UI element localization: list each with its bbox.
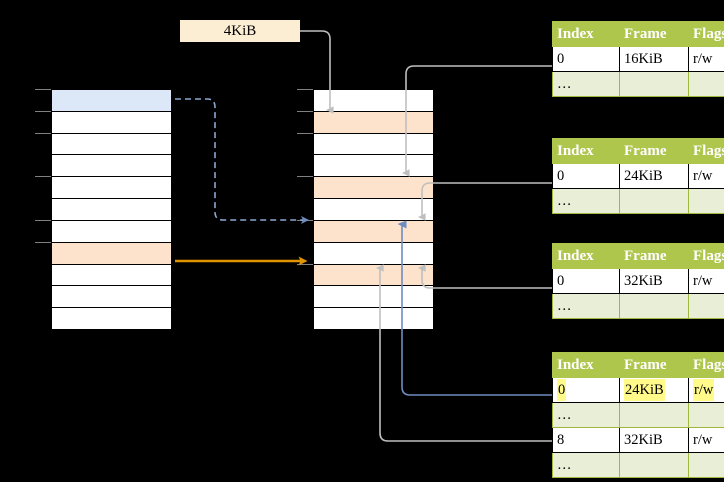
table-4-cell-r1-c0[interactable]: … [552, 402, 620, 428]
frame-tick-2 [297, 132, 313, 134]
frame-row-4[interactable] [313, 154, 434, 178]
vaddr-row-5[interactable] [51, 176, 172, 200]
frame-row-8[interactable] [313, 241, 434, 265]
wire-vaddr-to-frame-dashed [175, 98, 309, 224]
table-1-cell-r0-c1[interactable]: 16KiB [619, 46, 689, 72]
table-4-cell-r0-c2[interactable]: r/w [688, 377, 724, 403]
vaddr-row-4[interactable] [51, 154, 172, 178]
vaddr-row-11[interactable] [51, 307, 172, 330]
table-4-header-frame: Frame [619, 352, 689, 378]
table-1-header-frame: Frame [619, 21, 689, 47]
frame-tick-4 [297, 176, 313, 178]
table-1-cell-r1-c0[interactable]: … [552, 71, 620, 97]
table-4-cell-r3-c1[interactable] [619, 452, 689, 478]
table-3-header-flags: Flags [688, 243, 724, 269]
table-4-highlight-r0-c1: 24KiB [624, 379, 665, 401]
vaddr-tick-1 [35, 110, 51, 112]
table-2-cell-r1-c2[interactable] [688, 188, 724, 214]
vaddr-row-9[interactable] [51, 263, 172, 287]
frame-tick-6 [297, 219, 313, 221]
frame-row-10[interactable] [313, 285, 434, 309]
wire-table3-to-frame [417, 264, 552, 289]
table-4-row[interactable]: … [552, 452, 724, 478]
table-2-cell-r0-c1[interactable]: 24KiB [619, 163, 689, 189]
table-4-cell-r0-c1[interactable]: 24KiB [619, 377, 689, 403]
frame-tick-0 [297, 89, 313, 90]
table-3-cell-r0-c2[interactable]: r/w [688, 268, 724, 294]
table-3-cell-r1-c2[interactable] [688, 293, 724, 319]
table-2-cell-r1-c1[interactable] [619, 188, 689, 214]
table-4-cell-r0-c0[interactable]: 0 [552, 377, 620, 403]
vaddr-row-1[interactable] [51, 89, 172, 112]
table-2-header-frame: Frame [619, 138, 689, 164]
table-4-cell-r3-c0[interactable]: … [552, 452, 620, 478]
table-2-cell-r0-c0[interactable]: 0 [552, 163, 620, 189]
table-1-cell-r1-c1[interactable] [619, 71, 689, 97]
frame-row-6[interactable] [313, 198, 434, 221]
vaddr-tick-6 [35, 219, 51, 221]
table-1-cell-r0-c0[interactable]: 0 [552, 46, 620, 72]
vaddr-row-8[interactable] [51, 241, 172, 265]
wire-table2-to-frame [417, 182, 552, 221]
table-2-cell-r1-c0[interactable]: … [552, 188, 620, 214]
table-4-header-flags: Flags [688, 352, 724, 378]
vaddr-tick-4 [35, 176, 51, 178]
table-3-header-index: Index [552, 243, 620, 269]
table-4-cell-r1-c2[interactable] [688, 402, 724, 428]
table-1-cell-r0-c2[interactable]: r/w [688, 46, 724, 72]
frame-row-3[interactable] [313, 132, 434, 156]
table-3-cell-r0-c0[interactable]: 0 [552, 268, 620, 294]
table-4-cell-r2-c1[interactable]: 32KiB [619, 427, 689, 453]
virtual-address-space-column [35, 89, 172, 330]
table-4-cell-r3-c2[interactable] [688, 452, 724, 478]
table-4-cell-r2-c0[interactable]: 8 [552, 427, 620, 453]
vaddr-row-10[interactable] [51, 285, 172, 309]
table-2-header-index: Index [552, 138, 620, 164]
table-4-row[interactable]: … [552, 402, 724, 428]
table-2-header-flags: Flags [688, 138, 724, 164]
vaddr-tick-7 [35, 241, 51, 243]
table-1-header-index: Index [552, 21, 620, 47]
vaddr-row-7[interactable] [51, 219, 172, 243]
table-4-highlight-r0-c0: 0 [557, 379, 567, 401]
frame-row-7[interactable] [313, 219, 434, 243]
table-4-highlight-r0-c2: r/w [693, 379, 715, 401]
size-label-4kib: 4KiB [180, 20, 300, 42]
frame-row-2[interactable] [313, 110, 434, 134]
table-4-cell-r2-c2[interactable]: r/w [688, 427, 724, 453]
physical-memory-column [297, 89, 434, 330]
table-4-cell-r1-c1[interactable] [619, 402, 689, 428]
table-3-cell-r0-c1[interactable]: 32KiB [619, 268, 689, 294]
table-1-cell-r1-c2[interactable] [688, 71, 724, 97]
table-1-row[interactable]: … [552, 71, 724, 97]
table-3-row[interactable]: … [552, 293, 724, 319]
vaddr-tick-0 [35, 89, 51, 90]
vaddr-tick-2 [35, 132, 51, 134]
vaddr-row-3[interactable] [51, 132, 172, 156]
table-3-header-frame: Frame [619, 243, 689, 269]
frame-tick-8 [297, 263, 313, 265]
table-3-cell-r1-c0[interactable]: … [552, 293, 620, 319]
frame-row-1[interactable] [313, 89, 434, 112]
vaddr-row-2[interactable] [51, 110, 172, 134]
table-2-row[interactable]: … [552, 188, 724, 214]
table-4-row[interactable]: 0 24KiB r/w [552, 377, 724, 403]
frame-row-11[interactable] [313, 307, 434, 330]
table-1-header-flags: Flags [688, 21, 724, 47]
frame-row-5[interactable] [313, 176, 434, 200]
table-4-header-index: Index [552, 352, 620, 378]
vaddr-row-6[interactable] [51, 198, 172, 221]
table-2-cell-r0-c2[interactable]: r/w [688, 163, 724, 189]
table-3-cell-r1-c1[interactable] [619, 293, 689, 319]
frame-row-9[interactable] [313, 263, 434, 287]
frame-tick-1 [297, 110, 313, 112]
